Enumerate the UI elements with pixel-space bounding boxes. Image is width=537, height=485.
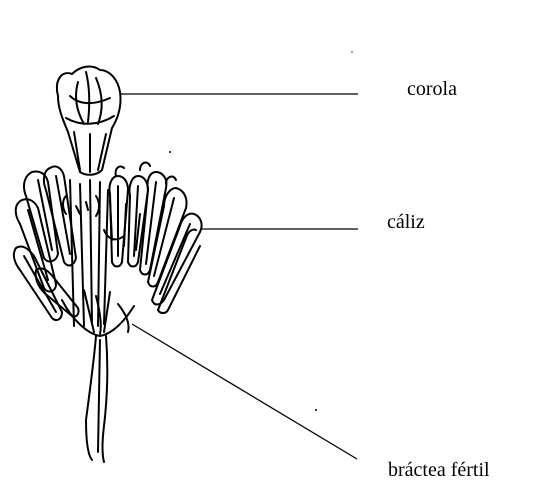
label-caliz: cáliz [387,212,425,232]
bractea-leader-line [132,324,357,459]
label-corola: corola [407,79,457,99]
peduncle [86,336,107,462]
label-bractea-fertil: bráctea fértil [388,460,490,480]
corolla-bud [57,67,121,175]
